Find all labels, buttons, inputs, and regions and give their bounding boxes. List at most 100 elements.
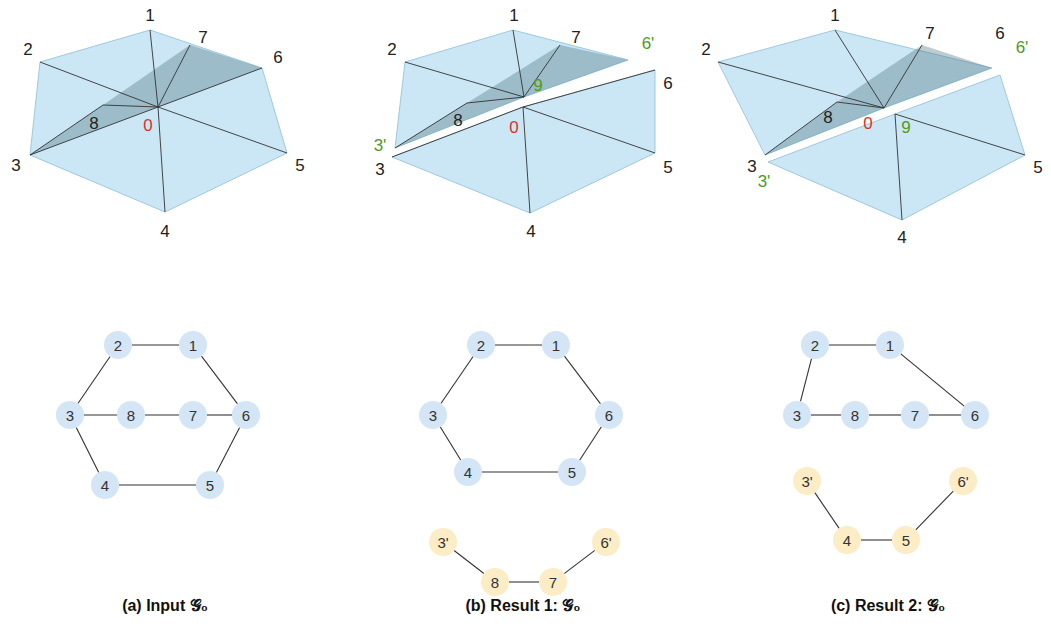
graph-vertex: 6 — [232, 401, 260, 429]
graph-edge — [829, 344, 876, 345]
graph-edge — [800, 359, 811, 402]
graph-edge — [495, 344, 542, 345]
vertex-label: 3 — [375, 160, 384, 180]
vertex-label: 6' — [642, 34, 655, 54]
graph-vertex: 6' — [949, 467, 977, 495]
graph-vertex: 4 — [454, 458, 482, 486]
vertex-number: 6 — [242, 407, 250, 424]
graph-edge — [201, 356, 237, 404]
graph-edge — [564, 550, 595, 573]
graph-vertex: 3 — [56, 401, 84, 429]
vertex-label: 4 — [526, 222, 535, 242]
graph-edge — [207, 414, 232, 415]
vertex-number: 5 — [206, 477, 214, 494]
vertex-number: 8 — [851, 407, 859, 424]
graph-edge — [916, 491, 954, 530]
graph-vertex: 3' — [793, 467, 821, 495]
vertex-label: 6 — [995, 24, 1004, 44]
panel-caption: (b) Result 1: 𝒢₀ — [465, 597, 580, 615]
graph-vertex: 8 — [481, 568, 509, 596]
mesh-b — [392, 30, 655, 213]
vertex-label: 5 — [1033, 158, 1042, 178]
vertex-label: 4 — [160, 222, 169, 242]
graph-edge — [564, 356, 600, 404]
vertex-number: 6 — [605, 407, 613, 424]
vertex-label: 6 — [663, 74, 672, 94]
graph-vertex: 7 — [539, 568, 567, 596]
graph-edge — [811, 414, 841, 415]
vertex-number: 2 — [477, 337, 485, 354]
vertex-number: 3' — [801, 473, 812, 490]
vertex-label: 0 — [863, 114, 872, 134]
vertex-number: 4 — [843, 532, 851, 549]
vertex-number: 8 — [127, 407, 135, 424]
vertex-number: 4 — [464, 464, 472, 481]
vertex-number: 8 — [491, 574, 499, 591]
vertex-number: 6' — [957, 473, 968, 490]
vertex-label: 7 — [571, 28, 580, 48]
graph-edge — [869, 414, 901, 415]
graph-vertex: 6 — [961, 401, 989, 429]
vertex-number: 7 — [549, 574, 557, 591]
vertex-number: 3 — [429, 407, 437, 424]
graph-vertex: 8 — [117, 401, 145, 429]
graph-vertex: 6' — [592, 528, 620, 556]
vertex-number: 5 — [568, 464, 576, 481]
vertex-label: 8 — [823, 108, 832, 128]
graph-vertex: 2 — [467, 331, 495, 359]
graph-vertex: 7 — [901, 401, 929, 429]
vertex-label: 9 — [533, 76, 542, 96]
graph-edge — [145, 414, 179, 415]
graph-edge — [78, 357, 110, 404]
graph-vertex: 1 — [876, 331, 904, 359]
graph-vertex: 8 — [841, 401, 869, 429]
graph-vertex: 4 — [91, 471, 119, 499]
graph-edge — [929, 414, 961, 415]
panel-caption: (c) Result 2: 𝒢₀ — [831, 597, 945, 615]
graph-edge — [216, 427, 239, 472]
mesh-c — [718, 30, 1025, 220]
vertex-number: 1 — [886, 337, 894, 354]
vertex-number: 3 — [66, 407, 74, 424]
graph-edge — [482, 471, 558, 472]
graph-vertex: 2 — [801, 331, 829, 359]
graph-edge — [861, 539, 892, 540]
graph-edge — [441, 357, 473, 404]
graph-edge — [119, 484, 196, 485]
graph-vertex: 4 — [833, 526, 861, 554]
vertex-label: 3 — [747, 157, 756, 177]
vertex-label: 5 — [663, 158, 672, 178]
graph-vertex: 3' — [429, 528, 457, 556]
vertex-number: 7 — [911, 407, 919, 424]
graph-edge — [76, 428, 98, 473]
vertex-number: 1 — [552, 337, 560, 354]
graph-vertex: 6 — [595, 401, 623, 429]
graph-vertex: 3 — [419, 401, 447, 429]
vertex-label: 7 — [198, 28, 207, 48]
graph-vertex: 1 — [542, 331, 570, 359]
vertex-number: 1 — [189, 337, 197, 354]
graph-edge — [815, 493, 839, 529]
vertex-number: 4 — [101, 477, 109, 494]
graph-vertex: 1 — [179, 331, 207, 359]
vertex-label: 5 — [295, 156, 304, 176]
vertex-label: 3 — [11, 156, 20, 176]
graph-vertex: 5 — [892, 526, 920, 554]
vertex-label: 8 — [89, 114, 98, 134]
graph-vertex: 5 — [558, 458, 586, 486]
vertex-label: 0 — [143, 116, 152, 136]
vertex-label: 2 — [387, 40, 396, 60]
vertex-number: 5 — [902, 532, 910, 549]
vertex-label: 1 — [830, 6, 839, 26]
graph-vertex: 3 — [783, 401, 811, 429]
vertex-number: 3' — [437, 534, 448, 551]
vertex-label: 1 — [145, 6, 154, 26]
graph-vertex: 5 — [196, 471, 224, 499]
vertex-label: 2 — [23, 40, 32, 60]
vertex-label: 9 — [901, 118, 910, 138]
graph-edge — [454, 551, 484, 574]
vertex-label: 4 — [897, 228, 906, 248]
vertex-label: 6 — [273, 48, 282, 68]
graph-edge — [84, 414, 117, 415]
graph-edge — [901, 354, 964, 406]
